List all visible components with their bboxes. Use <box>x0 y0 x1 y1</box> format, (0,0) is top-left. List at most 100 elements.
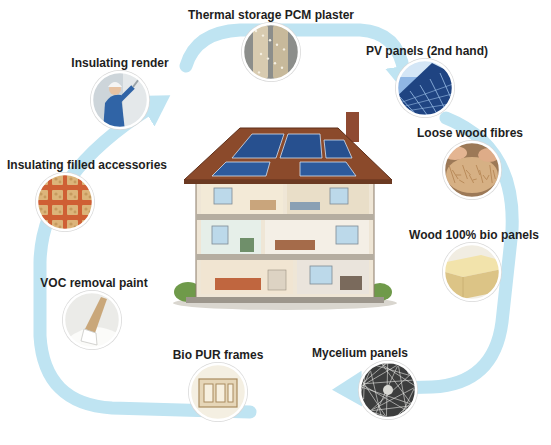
photo-detail <box>52 190 63 200</box>
photo-detail <box>59 211 62 214</box>
photo-detail <box>228 384 233 402</box>
cycle-loop <box>40 30 512 412</box>
photo-background <box>357 359 419 421</box>
furniture <box>250 200 276 210</box>
photo-background <box>187 361 249 423</box>
window <box>310 266 332 284</box>
floor-slab <box>196 214 374 220</box>
photo-detail <box>39 207 42 210</box>
room <box>201 220 261 254</box>
photo-detail <box>52 205 63 215</box>
photo-detail <box>81 329 97 345</box>
photo-detail <box>267 57 269 59</box>
photo-circle <box>89 69 151 131</box>
photo-detail <box>44 226 47 229</box>
circle-shadow <box>35 172 95 232</box>
photo-detail <box>39 192 42 195</box>
photo-detail <box>363 385 409 412</box>
photo-detail <box>109 83 121 95</box>
circle-shadow <box>90 70 150 130</box>
material-photo <box>187 361 249 423</box>
window <box>212 226 228 244</box>
material-label: Thermal storage PCM plaster <box>171 8 371 22</box>
photo-detail <box>54 192 57 195</box>
photo-circle <box>394 57 456 119</box>
photo-detail <box>59 181 62 184</box>
material-node: Bio PUR frames <box>118 348 318 424</box>
furniture <box>290 202 320 210</box>
photo-detail <box>449 165 455 183</box>
photo-detail <box>84 192 87 195</box>
circle-shadow <box>188 362 248 422</box>
photo-detail <box>281 67 283 69</box>
photo-detail <box>476 165 480 175</box>
photo-circle <box>187 361 249 423</box>
photo-detail <box>204 384 213 402</box>
photo-detail <box>44 211 47 214</box>
floor-slab <box>196 254 374 260</box>
photo-detail <box>69 222 72 225</box>
house-wall <box>196 176 374 298</box>
circle-outline <box>444 244 500 300</box>
window <box>336 226 358 244</box>
solar-panel <box>324 140 352 158</box>
room <box>201 182 283 214</box>
material-photo <box>441 139 503 201</box>
photo-detail <box>383 385 393 395</box>
material-node: PV panels (2nd hand) <box>325 44 525 120</box>
material-photo <box>240 21 302 83</box>
material-photo <box>441 241 503 303</box>
material-node: VOC removal paint <box>0 276 192 352</box>
photo-detail <box>269 39 271 41</box>
material-label: Insulating render <box>20 56 220 70</box>
photo-detail <box>84 207 87 210</box>
furniture <box>340 276 362 290</box>
circle-outline <box>243 24 299 80</box>
photo-circle <box>441 139 503 201</box>
furniture <box>268 270 286 290</box>
circle-outline <box>397 60 453 116</box>
photo-detail <box>473 179 477 180</box>
roof <box>184 128 392 180</box>
photo-detail <box>253 25 268 79</box>
photo-detail <box>74 181 77 184</box>
room <box>265 220 369 254</box>
photo-detail <box>59 196 62 199</box>
furniture <box>215 278 261 290</box>
photo-circle <box>240 21 302 83</box>
material-photo <box>34 171 96 233</box>
solar-panel <box>300 162 356 176</box>
photo-circle <box>61 289 123 351</box>
material-label: VOC removal paint <box>0 276 194 290</box>
circle-outline <box>92 72 148 128</box>
photo-detail <box>216 384 225 402</box>
photo-detail <box>199 379 237 407</box>
photo-background <box>441 241 503 303</box>
house-illustration <box>173 112 397 310</box>
solar-panel <box>212 162 270 176</box>
photo-detail <box>480 170 483 183</box>
circle-shadow <box>241 22 301 82</box>
material-label: PV panels (2nd hand) <box>327 44 527 58</box>
circle-outline <box>64 292 120 348</box>
photo-detail <box>274 62 276 64</box>
circle-shadow <box>442 140 502 200</box>
photo-background <box>34 171 96 233</box>
photo-detail <box>440 73 460 119</box>
photo-detail <box>84 177 87 180</box>
photo-detail <box>89 196 92 199</box>
photo-detail <box>493 170 495 179</box>
window <box>214 188 232 204</box>
circle-shadow <box>395 58 455 118</box>
room <box>287 182 369 214</box>
photo-detail <box>39 222 42 225</box>
photo-detail <box>463 165 468 179</box>
room <box>201 260 293 294</box>
circle-outline <box>37 174 93 230</box>
circle-outline <box>190 364 246 420</box>
circle-shadow <box>62 290 122 350</box>
photo-detail <box>54 222 57 225</box>
house-shadow <box>173 296 397 310</box>
photo-background <box>89 69 151 131</box>
